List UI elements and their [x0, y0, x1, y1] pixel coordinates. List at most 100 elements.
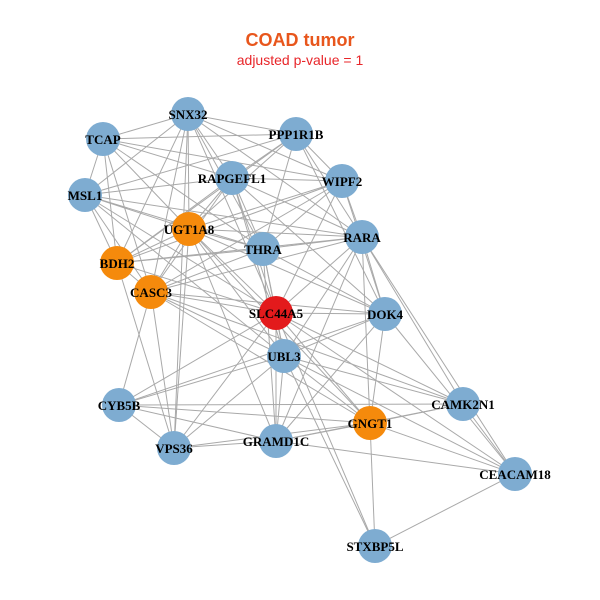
edge-casc3-camk2n1 [150, 291, 464, 405]
node-label: MSL1 [68, 188, 103, 203]
node-label: UBL3 [267, 349, 301, 364]
node-circle [279, 117, 313, 151]
node-label: GNGT1 [348, 416, 393, 431]
node-label: RAPGEFL1 [198, 171, 267, 186]
edge-msl1-casc3 [84, 194, 152, 293]
edge-snx32-bdh2 [116, 113, 189, 264]
node-circle [215, 161, 249, 195]
node-circle [446, 387, 480, 421]
edge-ubl3-vps36 [173, 355, 285, 449]
edge-snx32-rara [187, 113, 363, 238]
edge-gngt1-stxbp5l [369, 422, 376, 547]
edge-cyb5b-gngt1 [118, 404, 371, 424]
node-camk2n1: CAMK2N1 [431, 387, 495, 421]
edge-dok4-gramd1c [275, 313, 386, 442]
edge-thra-casc3 [150, 248, 264, 293]
node-label: VPS36 [155, 441, 193, 456]
edge-cyb5b-camk2n1 [118, 403, 464, 406]
edge-tcap-casc3 [102, 138, 152, 293]
edge-ugt1a8-ubl3 [188, 228, 285, 357]
edge-ubl3-cyb5b [118, 355, 285, 406]
edge-dok4-cyb5b [118, 313, 386, 406]
edge-snx32-casc3 [150, 113, 189, 293]
edge-vps36-gramd1c [173, 440, 277, 449]
edge-ugt1a8-dok4 [188, 228, 386, 315]
node-gramd1c: GRAMD1C [243, 424, 309, 458]
node-label: PPP1R1B [269, 127, 324, 142]
edge-tcap-thra [102, 138, 264, 250]
node-vps36: VPS36 [155, 431, 193, 465]
node-circle [368, 297, 402, 331]
edge-ubl3-camk2n1 [283, 355, 464, 405]
edge-tcap-ugt1a8 [102, 138, 190, 230]
edge-snx32-ppp1r1b [187, 113, 297, 135]
edge-ubl3-stxbp5l [283, 355, 376, 547]
node-label: UGT1A8 [164, 222, 215, 237]
node-circle [157, 431, 191, 465]
edge-ppp1r1b-msl1 [84, 133, 297, 196]
edge-bdh2-vps36 [116, 262, 175, 449]
node-label: WIPF2 [322, 174, 362, 189]
edge-thra-gramd1c [262, 248, 277, 442]
edge-wipf2-slc44a5 [275, 180, 343, 314]
node-label: TCAP [85, 132, 120, 147]
node-label: SNX32 [168, 107, 207, 122]
node-thra: THRA [244, 232, 282, 266]
node-circle [68, 178, 102, 212]
edge-rapgefl1-dok4 [231, 177, 386, 315]
edge-wipf2-bdh2 [116, 180, 343, 264]
node-label: GRAMD1C [243, 434, 309, 449]
node-ugt1a8: UGT1A8 [164, 212, 215, 246]
chart-subtitle: adjusted p-value = 1 [236, 52, 364, 68]
node-label: CASC3 [130, 285, 172, 300]
edge-ubl3-gngt1 [283, 355, 371, 424]
node-stxbp5l: STXBP5L [346, 529, 404, 563]
node-snx32: SNX32 [168, 97, 208, 131]
edge-rara-gramd1c [275, 236, 363, 442]
node-circle [172, 212, 206, 246]
node-circle [134, 275, 168, 309]
node-circle [100, 246, 134, 280]
node-ubl3: UBL3 [267, 339, 301, 373]
edge-tcap-rapgefl1 [102, 138, 233, 179]
node-label: CYB5B [98, 398, 141, 413]
edge-slc44a5-camk2n1 [275, 312, 464, 405]
node-slc44a5: SLC44A5 [249, 296, 304, 330]
node-bdh2: BDH2 [100, 246, 134, 280]
edge-slc44a5-ceacam18 [275, 312, 516, 475]
node-circle [267, 339, 301, 373]
edge-msl1-ubl3 [84, 194, 285, 357]
edge-slc44a5-cyb5b [118, 312, 277, 406]
edge-slc44a5-dok4 [275, 312, 386, 315]
edge-rara-gngt1 [361, 236, 371, 424]
node-circle [259, 424, 293, 458]
edge-rara-ubl3 [283, 236, 363, 357]
edge-rara-ceacam18 [361, 236, 516, 475]
edge-rara-camk2n1 [361, 236, 464, 405]
node-casc3: CASC3 [130, 275, 172, 309]
node-gngt1: GNGT1 [348, 406, 393, 440]
edge-tcap-bdh2 [102, 138, 118, 264]
node-label: SLC44A5 [249, 306, 304, 321]
edge-wipf2-thra [262, 180, 343, 250]
edge-tcap-ppp1r1b [102, 133, 297, 140]
node-dok4: DOK4 [367, 297, 404, 331]
edge-casc3-gngt1 [150, 291, 371, 424]
edge-ppp1r1b-dok4 [295, 133, 386, 315]
edge-ugt1a8-vps36 [173, 228, 190, 449]
node-msl1: MSL1 [68, 178, 103, 212]
edge-rapgefl1-wipf2 [231, 177, 343, 182]
edge-dok4-ubl3 [283, 313, 386, 357]
edge-bdh2-rara [116, 236, 363, 264]
node-tcap: TCAP [85, 122, 121, 156]
node-label: STXBP5L [346, 539, 403, 554]
node-circle [86, 122, 120, 156]
edge-casc3-vps36 [150, 291, 175, 449]
edge-msl1-rapgefl1 [84, 177, 233, 196]
edge-wipf2-ugt1a8 [188, 180, 343, 230]
node-label: THRA [244, 242, 282, 257]
edge-casc3-ubl3 [150, 291, 285, 357]
